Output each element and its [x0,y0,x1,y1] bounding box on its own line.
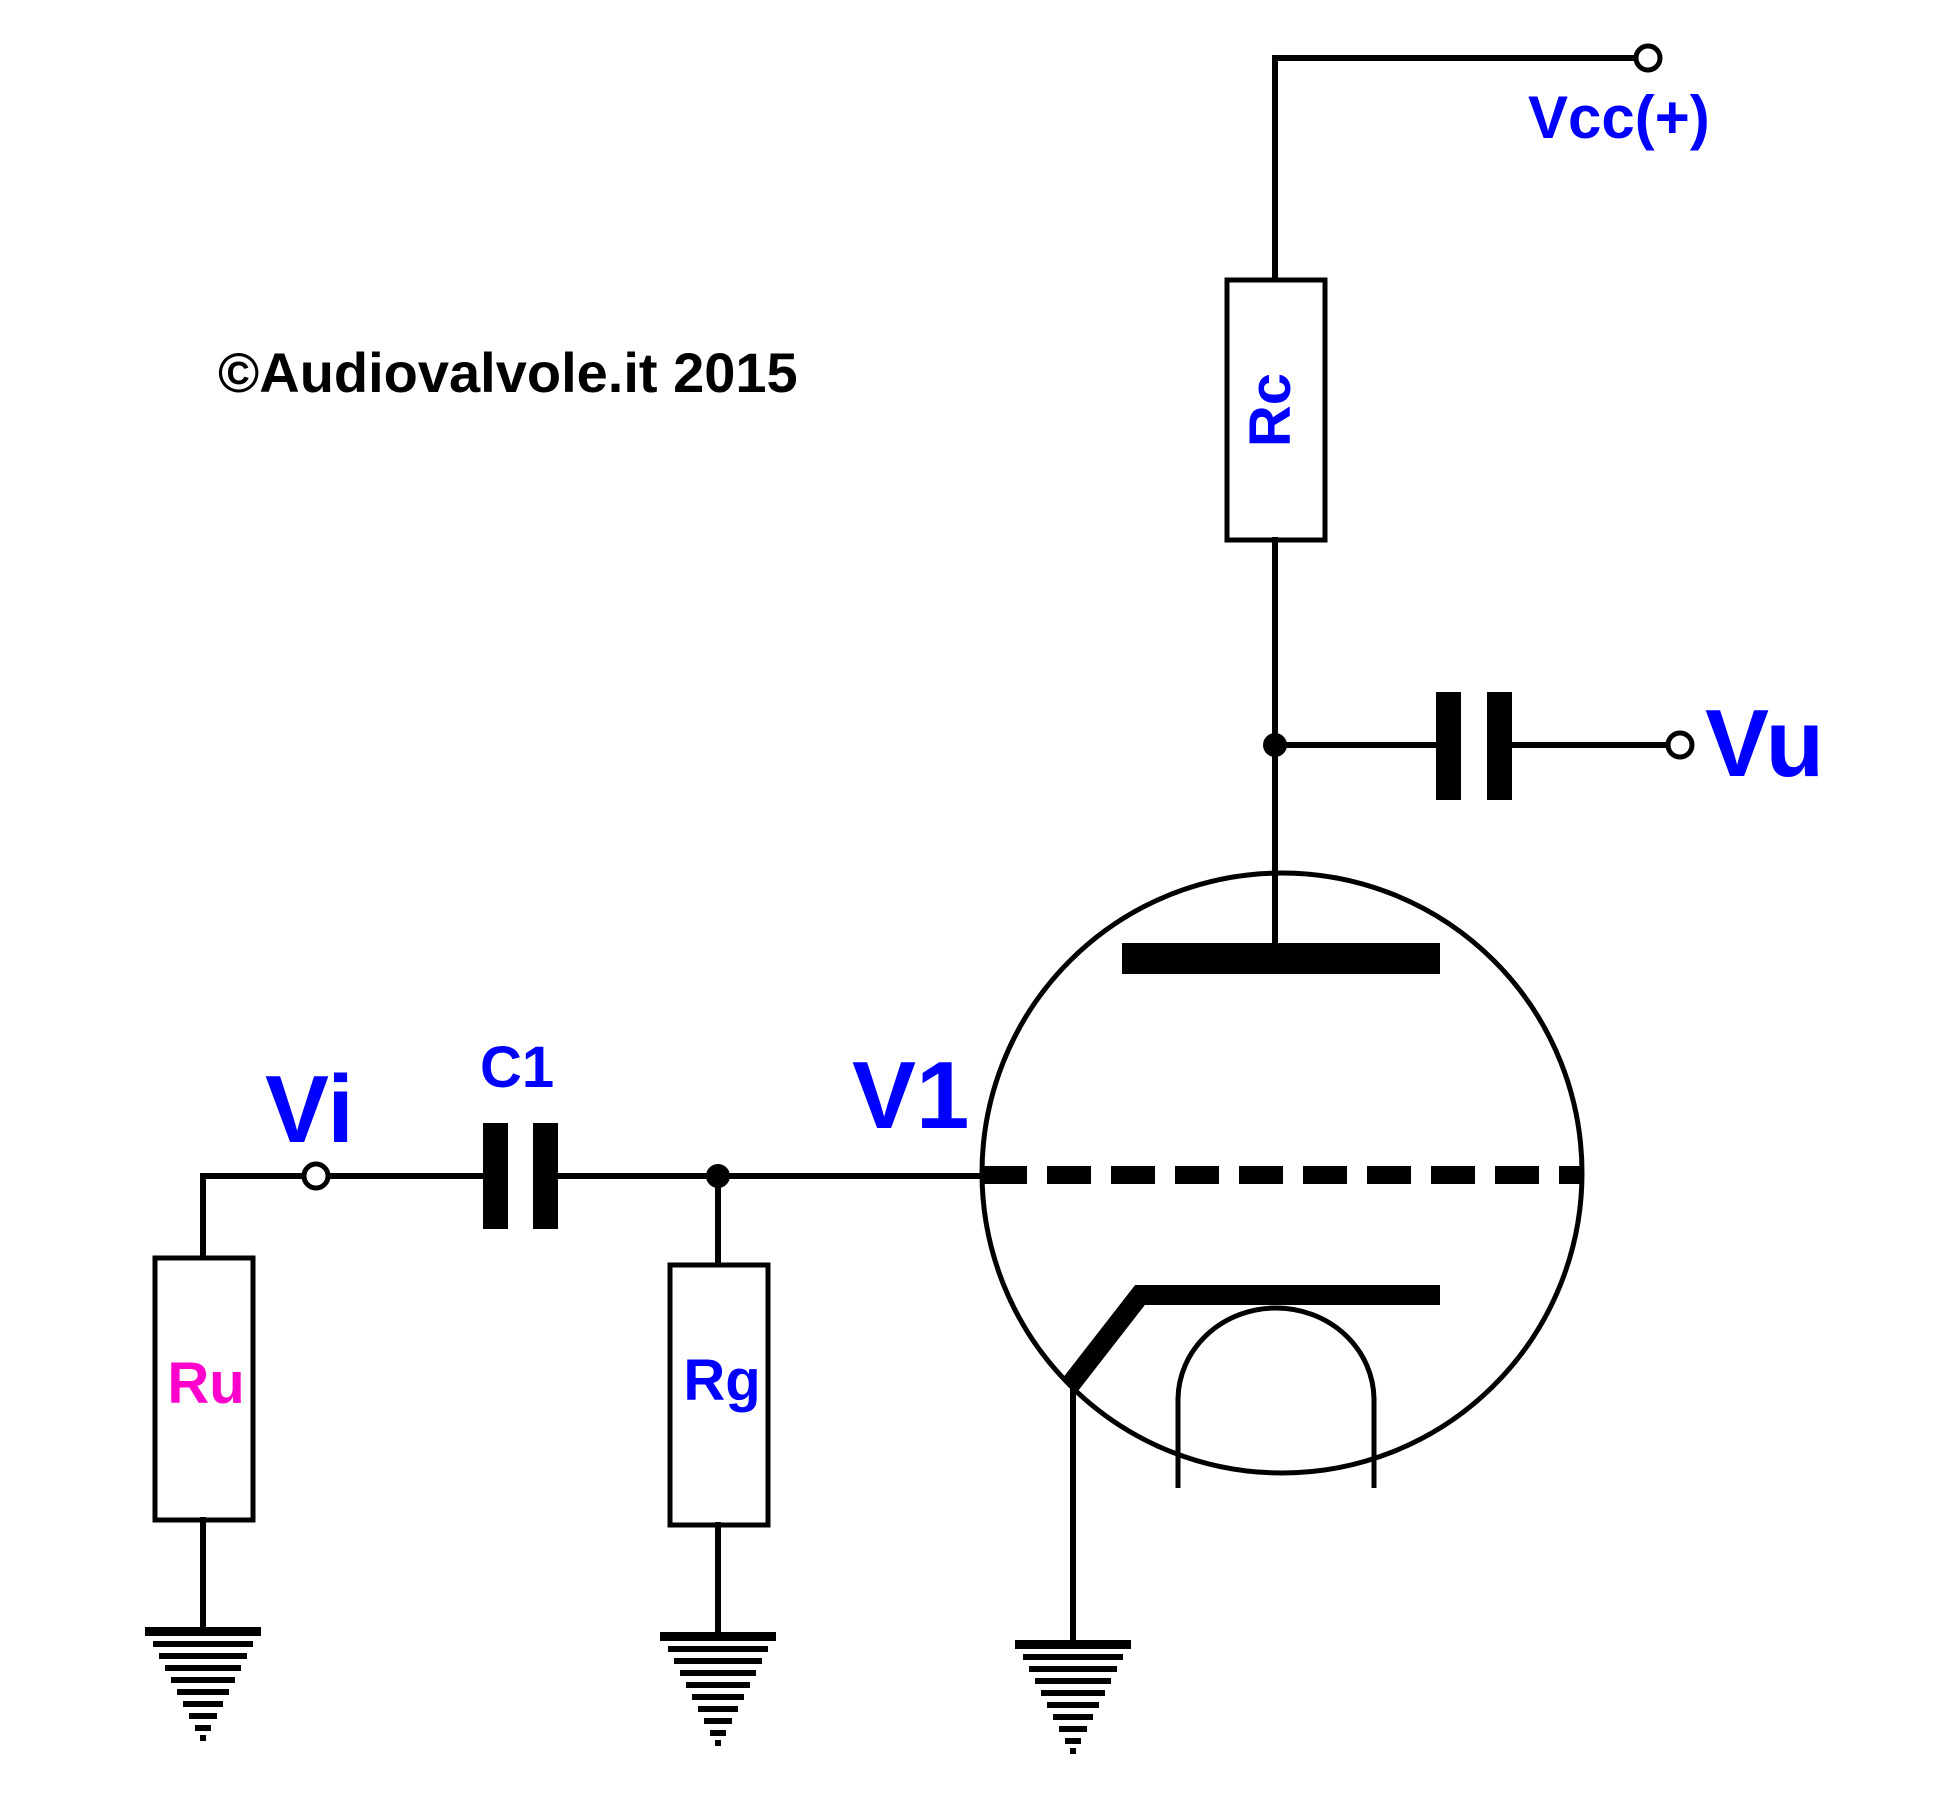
cathode [1062,1285,1440,1392]
c1-plate-1 [483,1123,508,1229]
output-cap-plate-2 [1487,692,1512,800]
heater-filament [1175,1305,1377,1488]
vi-terminal [301,1161,331,1191]
rg-label: Rg [683,1348,760,1413]
vcc-terminal [1633,43,1663,73]
ground-symbol-rg [660,1632,776,1746]
anode-plate [1122,943,1440,974]
rc-label: Rc [1238,373,1303,447]
vcc-wire [1272,55,1651,283]
input-wire-left [200,1173,306,1261]
vi-label: Vi [265,1056,354,1163]
vcc-label: Vcc(+) [1528,84,1710,151]
ground-symbol-cathode [1015,1640,1131,1754]
output-cap-plate-1 [1436,692,1461,800]
copyright-text: ©Audiovalvole.it 2015 [218,341,798,404]
ground-symbol-ru [145,1627,261,1741]
v1-label: V1 [852,1042,969,1149]
rg-resistor [667,1262,771,1528]
ru-label: Ru [167,1351,244,1416]
c1-plate-2 [533,1123,558,1229]
vu-terminal [1665,730,1695,760]
c1-label: C1 [480,1035,554,1100]
vu-label: Vu [1705,690,1824,797]
